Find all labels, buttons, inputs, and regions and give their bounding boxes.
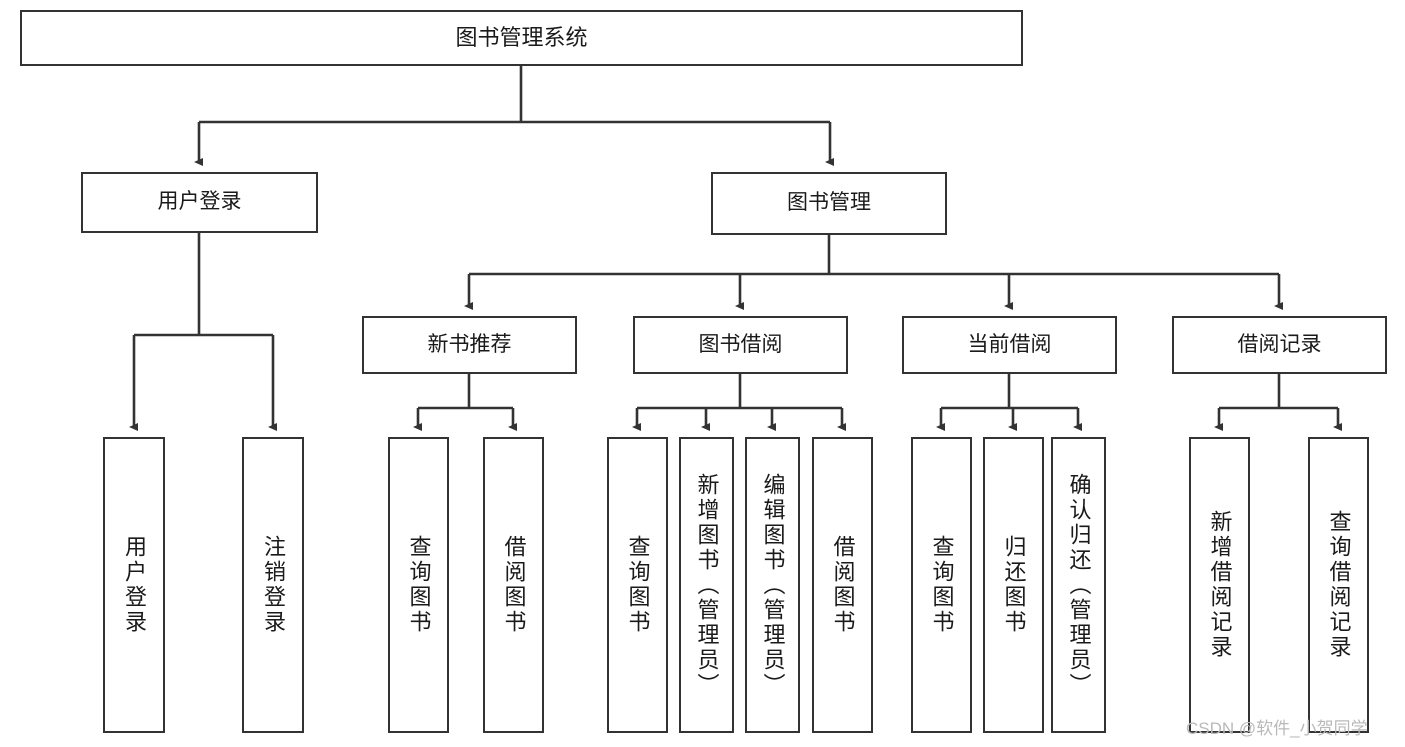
node-label: 借阅图书 [830,535,856,635]
node-label: 图书管理系统 [455,25,588,51]
node-label: 新书推荐 [427,332,512,356]
node-root[interactable]: 图书管理系统 [20,10,1023,66]
node-leaf-user-logout[interactable]: 注销登录 [242,437,304,733]
node-leaf-borrow-book[interactable]: 借阅图书 [812,437,873,733]
node-label: 用户登录 [157,190,242,214]
node-label: 查询图书 [406,535,432,635]
watermark: CSDN @软件_小贺同学 [1186,719,1368,738]
node-label: 当前借阅 [967,332,1052,356]
node-borrow-record[interactable]: 借阅记录 [1172,316,1387,374]
node-label: 图书管理 [787,191,871,215]
node-label: 查询图书 [929,535,955,635]
node-label: 借阅图书 [501,535,527,635]
node-leaf-add-book[interactable]: 新增图书（管理员） [679,437,734,733]
node-leaf-confirm-return[interactable]: 确认归还（管理员） [1051,437,1106,733]
node-label: 确认归还（管理员） [1066,472,1092,698]
node-book-borrow[interactable]: 图书借阅 [633,316,848,374]
node-label: 注销登录 [261,535,286,635]
node-book-manage[interactable]: 图书管理 [711,172,947,235]
node-label: 图书借阅 [698,332,783,356]
node-leaf-borrow-book-recommend[interactable]: 借阅图书 [483,437,544,733]
node-leaf-return-book[interactable]: 归还图书 [983,437,1044,733]
node-leaf-query-book-current[interactable]: 查询图书 [911,437,972,733]
node-leaf-edit-book[interactable]: 编辑图书（管理员） [745,437,800,733]
node-leaf-add-borrow-record[interactable]: 新增借阅记录 [1189,437,1250,733]
node-leaf-query-book-recommend[interactable]: 查询图书 [388,437,449,733]
node-label: 新增图书（管理员） [694,472,720,698]
node-leaf-query-book-borrow[interactable]: 查询图书 [607,437,668,733]
node-user-login[interactable]: 用户登录 [81,172,318,233]
node-current-borrow[interactable]: 当前借阅 [902,316,1117,374]
node-label: 查询图书 [625,535,651,635]
node-label: 查询借阅记录 [1326,510,1352,660]
node-label: 归还图书 [1001,535,1027,635]
node-leaf-user-login[interactable]: 用户登录 [103,437,165,733]
node-label: 新增借阅记录 [1207,510,1233,660]
node-label: 用户登录 [122,535,147,635]
node-new-book-recommend[interactable]: 新书推荐 [362,316,577,374]
node-label: 借阅记录 [1237,332,1322,356]
node-leaf-query-borrow-record[interactable]: 查询借阅记录 [1308,437,1369,733]
node-label: 编辑图书（管理员） [760,472,786,698]
